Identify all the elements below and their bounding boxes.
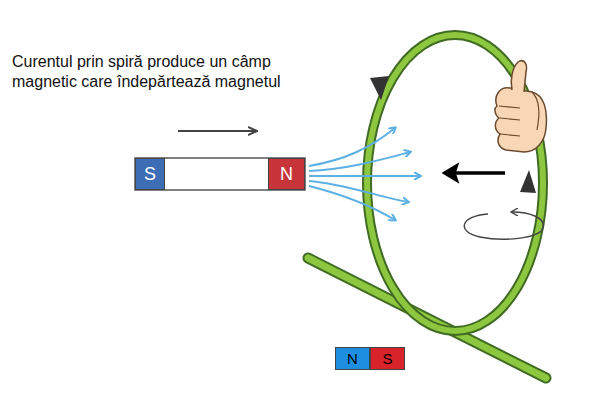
north-pole: N [335, 347, 370, 370]
force-arrow [448, 171, 505, 175]
pole-letter: N [280, 165, 293, 183]
pole-letter: N [347, 351, 358, 366]
south-pole: S [135, 158, 165, 190]
bar-magnet [135, 158, 305, 190]
wire-loop [367, 35, 543, 331]
motion-arrow [178, 130, 256, 132]
force-arrow [443, 164, 458, 182]
field-lines [309, 128, 420, 220]
wire-loop [367, 35, 543, 331]
south-pole: S [370, 347, 405, 370]
current-arrow [370, 76, 389, 100]
north-pole: N [268, 158, 305, 190]
caption-note: Curentul prin spiră produce un câmp magn… [12, 52, 330, 92]
pole-letter: S [144, 165, 156, 183]
pole-letter: S [382, 351, 392, 366]
right-hand [495, 61, 547, 152]
rotation-arrow [464, 212, 543, 239]
current-arrow [520, 170, 536, 193]
